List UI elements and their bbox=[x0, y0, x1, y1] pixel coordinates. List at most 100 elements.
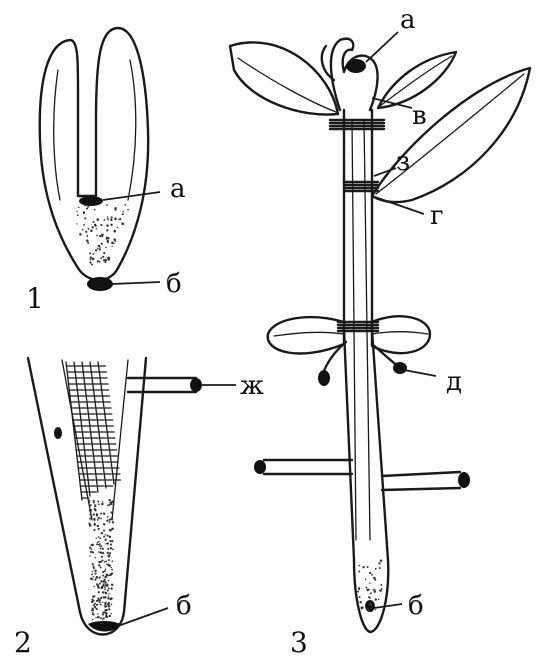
stipple-dot bbox=[93, 586, 95, 588]
stipple-dot bbox=[98, 600, 100, 602]
stipple-dot bbox=[92, 612, 94, 614]
stipple-dot bbox=[98, 536, 100, 538]
stipple-dot bbox=[111, 604, 113, 606]
stipple-dot bbox=[111, 584, 113, 586]
apical-bud-a bbox=[79, 196, 103, 206]
stipple-dot bbox=[106, 238, 108, 240]
stipple-dot bbox=[107, 597, 109, 599]
stipple-dot bbox=[100, 513, 102, 515]
stipple-dot bbox=[90, 229, 93, 232]
stipple-dot bbox=[110, 567, 111, 568]
root-tip-b bbox=[87, 277, 113, 291]
stipple-dot bbox=[98, 561, 101, 564]
stipple-dot bbox=[104, 534, 106, 536]
stipple-dot bbox=[115, 240, 117, 242]
stipple-dot bbox=[108, 608, 110, 610]
stipple-dot bbox=[89, 525, 91, 527]
stipple-dot bbox=[360, 607, 363, 610]
stipple-dot bbox=[91, 515, 93, 517]
stipple-dot bbox=[95, 225, 97, 227]
stipple-dot bbox=[358, 571, 360, 573]
stipple-dot bbox=[108, 499, 110, 501]
label-b-fig1: б bbox=[166, 269, 182, 299]
stipple-dot bbox=[111, 216, 113, 218]
stipple-dot bbox=[91, 549, 93, 551]
stipple-dot bbox=[104, 261, 106, 263]
stipple-dot bbox=[381, 588, 383, 590]
stipple-dot bbox=[94, 569, 96, 571]
stipple-dot bbox=[76, 211, 77, 212]
stipple-dot bbox=[102, 575, 104, 577]
stipple-dot bbox=[96, 604, 98, 606]
stipple-dot bbox=[103, 582, 104, 583]
stipple-dot bbox=[118, 218, 120, 220]
label-z-fig3: з bbox=[396, 147, 410, 177]
stipple-dot bbox=[101, 503, 104, 506]
stipple-dot bbox=[106, 616, 109, 619]
stipple-dot bbox=[89, 261, 91, 263]
stipple-dot bbox=[102, 256, 104, 258]
stipple-dot bbox=[89, 252, 91, 254]
stipple-dot bbox=[114, 218, 117, 221]
stipple-dot bbox=[93, 518, 95, 520]
stipple-dot bbox=[108, 595, 109, 596]
stipple-dot bbox=[93, 502, 95, 504]
stipple-dot bbox=[110, 613, 111, 614]
stipple-dot bbox=[98, 565, 100, 567]
stipple-dot bbox=[106, 224, 109, 227]
stipple-dot bbox=[109, 540, 111, 542]
stipple-dot bbox=[357, 591, 359, 593]
stipple-dot bbox=[93, 566, 95, 568]
stipple-dot bbox=[98, 528, 100, 530]
stipple-dot bbox=[104, 561, 106, 563]
stipple-dot bbox=[96, 228, 97, 229]
stipple-dot bbox=[92, 599, 94, 601]
stipple-dot bbox=[98, 541, 100, 543]
stipple-dot bbox=[108, 504, 110, 506]
label-v-fig3: в bbox=[412, 101, 427, 131]
stipple-dot bbox=[111, 518, 114, 521]
stipple-dot bbox=[106, 583, 108, 585]
stipple-dot bbox=[99, 545, 101, 547]
stipple-dot bbox=[89, 547, 91, 549]
xylem-vessel-wall bbox=[82, 362, 98, 492]
stipple-dot bbox=[108, 564, 111, 567]
stipple-dot bbox=[105, 596, 107, 598]
stipple-dot bbox=[108, 259, 110, 261]
stipple-dot bbox=[99, 235, 101, 237]
stipple-dot bbox=[107, 218, 109, 220]
stipple-dot bbox=[102, 602, 103, 603]
label-a-fig1: а bbox=[170, 174, 186, 204]
stipple-dot bbox=[106, 229, 108, 231]
stipple-dot bbox=[104, 591, 106, 593]
stipple-dot bbox=[100, 617, 102, 619]
stipple-dot bbox=[99, 601, 101, 603]
stipple-dot bbox=[93, 604, 95, 606]
stipple-dot bbox=[102, 552, 104, 554]
stipple-dot bbox=[366, 607, 368, 609]
stipple-dot bbox=[105, 247, 106, 248]
stipple-dot bbox=[104, 570, 106, 572]
label-d-fig3: д bbox=[446, 367, 462, 397]
stipple-dot bbox=[114, 230, 117, 233]
stipple-dot bbox=[113, 504, 115, 506]
stipple-dot bbox=[108, 559, 110, 561]
stipple-dot bbox=[104, 576, 106, 578]
stipple-dot bbox=[107, 552, 109, 554]
stipple-dot bbox=[99, 248, 101, 250]
stipple-dot bbox=[88, 228, 90, 230]
stipple-dot bbox=[109, 574, 112, 577]
stipple-dot bbox=[378, 599, 380, 601]
stipple-dot bbox=[110, 219, 112, 221]
stipple-dot bbox=[112, 500, 114, 502]
stipple-dot bbox=[103, 530, 105, 532]
stipple-dot bbox=[100, 597, 102, 599]
stipple-dot bbox=[370, 592, 372, 594]
stipple-dot bbox=[103, 513, 105, 515]
stipple-dot bbox=[97, 501, 99, 503]
stem-nodes bbox=[330, 120, 384, 331]
stipple-dot bbox=[369, 597, 371, 599]
stipple-dot bbox=[110, 587, 112, 589]
stipple-dot bbox=[111, 569, 113, 571]
stipple-dot bbox=[96, 537, 97, 538]
